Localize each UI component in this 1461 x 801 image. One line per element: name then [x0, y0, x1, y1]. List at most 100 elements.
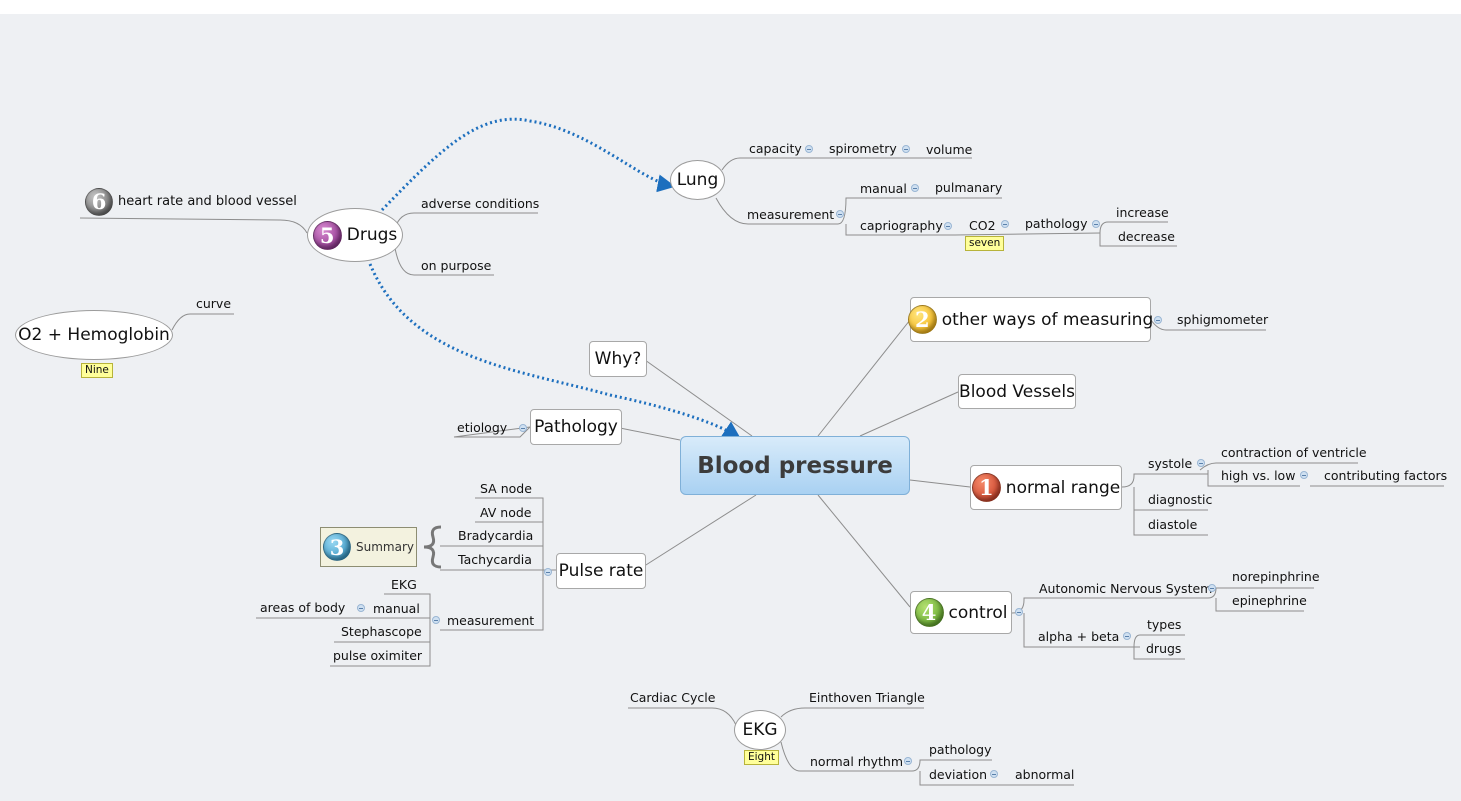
subtopic-pulmanary[interactable]: pulmanary: [935, 180, 1003, 195]
topic-o2-label: O2 + Hemoglobin: [18, 325, 170, 345]
collapse-toggle-icon[interactable]: [432, 616, 440, 624]
subtopic-epinephrine[interactable]: epinephrine: [1232, 593, 1307, 608]
collapse-toggle-icon[interactable]: [944, 222, 952, 230]
subtopic-autonomic[interactable]: Autonomic Nervous System: [1039, 581, 1213, 596]
collapse-toggle-icon[interactable]: [1015, 608, 1023, 616]
collapse-toggle-icon[interactable]: [1001, 220, 1009, 228]
subtopic-einthoven[interactable]: Einthoven Triangle: [809, 690, 925, 705]
collapse-toggle-icon[interactable]: [904, 757, 912, 765]
subtopic-increase[interactable]: increase: [1116, 205, 1169, 220]
subtopic-areas-of-body[interactable]: areas of body: [260, 600, 346, 615]
collapse-toggle-icon[interactable]: [544, 568, 552, 576]
collapse-toggle-icon[interactable]: [990, 770, 998, 778]
topic-pulse-rate-label: Pulse rate: [558, 561, 644, 581]
collapse-toggle-icon[interactable]: [1154, 316, 1162, 324]
subtopic-diastole[interactable]: diastole: [1148, 517, 1198, 532]
topic-control[interactable]: 4 control: [910, 591, 1012, 634]
central-topic-blood-pressure[interactable]: Blood pressure: [680, 436, 910, 495]
subtopic-capacity[interactable]: capacity: [749, 141, 802, 156]
subtopic-measurement[interactable]: measurement: [747, 207, 835, 222]
topic-pathology-label: Pathology: [534, 417, 618, 437]
topic-drugs-label: Drugs: [346, 225, 398, 245]
topic-other-ways-label: other ways of measuring: [941, 309, 1154, 330]
topic-ekg-label: EKG: [742, 720, 778, 740]
subtopic-ekg-pulse[interactable]: EKG: [391, 577, 417, 592]
topic-why[interactable]: Why?: [589, 341, 647, 377]
collapse-toggle-icon[interactable]: [1208, 584, 1216, 592]
marker-seven: seven: [965, 236, 1005, 251]
subtopic-spirometry[interactable]: spirometry: [829, 141, 897, 156]
subtopic-types[interactable]: types: [1147, 617, 1182, 632]
subtopic-pulse-oximiter[interactable]: pulse oximiter: [333, 648, 423, 663]
collapse-toggle-icon[interactable]: [1300, 471, 1308, 479]
subtopic-bradycardia[interactable]: Bradycardia: [458, 528, 534, 543]
topic-o2-hemoglobin[interactable]: O2 + Hemoglobin: [15, 310, 173, 360]
marker-eight: Eight: [744, 750, 779, 765]
subtopic-diagnostic[interactable]: diagnostic: [1148, 492, 1213, 507]
subtopic-curve[interactable]: curve: [196, 296, 232, 311]
subtopic-contributing-factors[interactable]: contributing factors: [1324, 468, 1448, 483]
subtopic-sa-node[interactable]: SA node: [480, 481, 532, 496]
subtopic-etiology[interactable]: etiology: [457, 420, 508, 435]
subtopic-norepinphrine[interactable]: norepinphrine: [1232, 569, 1320, 584]
subtopic-deviation[interactable]: deviation: [929, 767, 988, 782]
collapse-toggle-icon[interactable]: [836, 210, 844, 218]
topic-lung-label: Lung: [676, 170, 719, 190]
subtopic-on-purpose[interactable]: on purpose: [421, 258, 492, 273]
topic-ekg[interactable]: EKG: [734, 710, 786, 750]
subtopic-contraction[interactable]: contraction of ventricle: [1221, 445, 1367, 460]
subtopic-measurement-pulse[interactable]: measurement: [447, 613, 535, 628]
collapse-toggle-icon[interactable]: [1197, 459, 1205, 467]
top-bar: [0, 0, 1461, 14]
summary-box[interactable]: 3 Summary: [320, 527, 417, 567]
topic-why-label: Why?: [594, 349, 642, 369]
number-4-icon: 4: [914, 598, 944, 627]
topic-pathology[interactable]: Pathology: [530, 409, 622, 445]
subtopic-pathology[interactable]: pathology: [1025, 216, 1088, 231]
collapse-toggle-icon[interactable]: [902, 145, 910, 153]
summary-label: Summary: [356, 540, 414, 554]
collapse-toggle-icon[interactable]: [357, 604, 365, 612]
subtopic-cardiac-cycle[interactable]: Cardiac Cycle: [630, 690, 716, 705]
subtopic-stephascope[interactable]: Stephascope: [341, 624, 422, 639]
number-1-icon: 1: [971, 473, 1001, 502]
subtopic-tachycardia[interactable]: Tachycardia: [458, 552, 532, 567]
number-6-icon: 6: [85, 188, 113, 216]
collapse-toggle-icon[interactable]: [1092, 220, 1100, 228]
subtopic-volume[interactable]: volume: [926, 142, 973, 157]
subtopic-co2[interactable]: CO2: [969, 218, 996, 233]
marker-nine: Nine: [81, 363, 113, 378]
collapse-toggle-icon[interactable]: [519, 424, 527, 432]
subtopic-normal-rhythm[interactable]: normal rhythm: [810, 754, 904, 769]
topic-lung[interactable]: Lung: [670, 160, 725, 200]
topic-heart-rate-label: heart rate and blood vessel: [118, 194, 297, 209]
subtopic-high-vs-low[interactable]: high vs. low: [1221, 468, 1296, 483]
subtopic-sphigmometer[interactable]: sphigmometer: [1177, 312, 1269, 327]
subtopic-systole[interactable]: systole: [1148, 456, 1193, 471]
topic-control-label: control: [948, 602, 1008, 623]
topic-blood-vessels[interactable]: Blood Vessels: [958, 374, 1076, 409]
number-3-icon: 3: [323, 533, 351, 561]
topic-normal-range[interactable]: 1 normal range: [970, 465, 1122, 510]
topic-pulse-rate[interactable]: Pulse rate: [556, 553, 646, 589]
subtopic-manual[interactable]: manual: [860, 181, 907, 196]
subtopic-capriography[interactable]: capriography: [860, 218, 943, 233]
topic-normal-range-label: normal range: [1005, 477, 1121, 498]
collapse-toggle-icon[interactable]: [1123, 632, 1131, 640]
subtopic-alpha-beta[interactable]: alpha + beta: [1038, 629, 1120, 644]
topic-heart-rate[interactable]: 6 heart rate and blood vessel: [85, 188, 297, 216]
topic-other-ways[interactable]: 2 other ways of measuring: [907, 297, 1154, 342]
collapse-toggle-icon[interactable]: [911, 184, 919, 192]
subtopic-adverse-conditions[interactable]: adverse conditions: [421, 196, 540, 211]
number-2-icon: 2: [907, 305, 937, 334]
subtopic-manual-pulse[interactable]: manual: [373, 601, 420, 616]
subtopic-abnormal[interactable]: abnormal: [1015, 767, 1075, 782]
subtopic-pathology-ekg[interactable]: pathology: [929, 742, 992, 757]
subtopic-decrease[interactable]: decrease: [1118, 229, 1175, 244]
subtopic-av-node[interactable]: AV node: [480, 505, 532, 520]
subtopic-drugs[interactable]: drugs: [1146, 641, 1182, 656]
number-5-icon: 5: [312, 220, 342, 250]
topic-drugs[interactable]: 5 Drugs: [307, 208, 403, 262]
collapse-toggle-icon[interactable]: [805, 145, 813, 153]
